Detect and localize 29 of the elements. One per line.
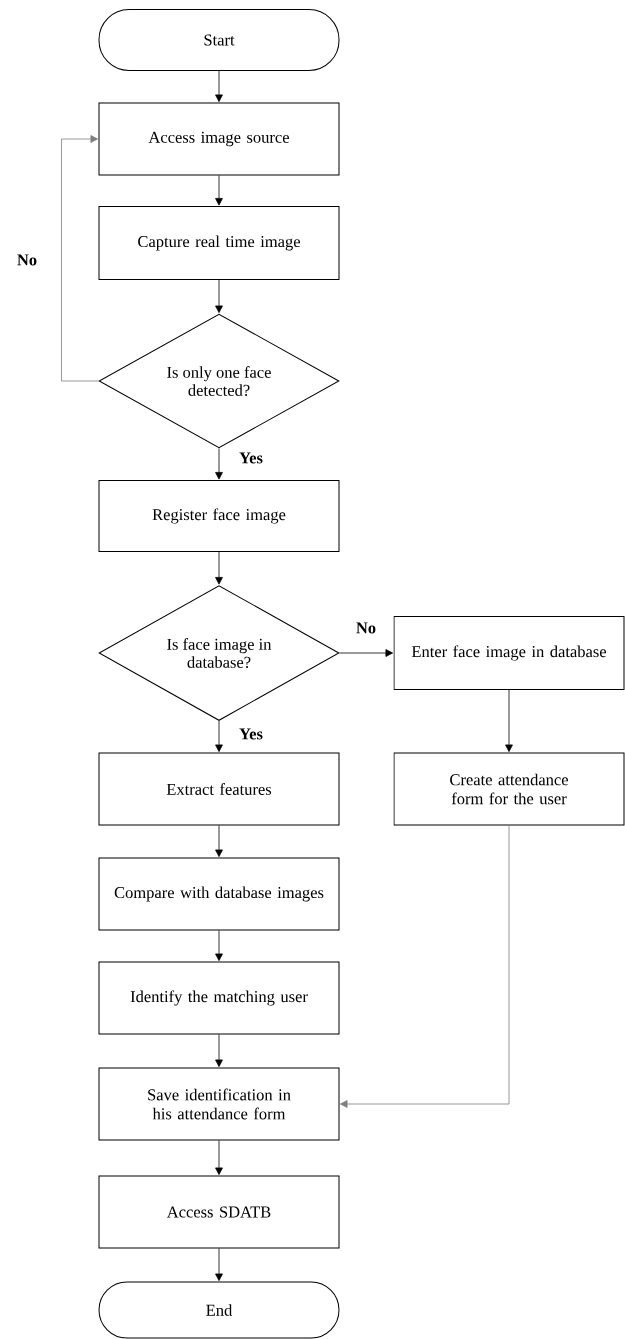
edge-label: Yes	[238, 727, 264, 741]
process-box: Create attendance form for the user	[393, 752, 625, 826]
edge-label: No	[354, 621, 378, 635]
edge-label: No	[15, 253, 39, 267]
process-box: Access image source	[98, 102, 340, 176]
arrow	[215, 930, 223, 961]
process-box: Access SDATB	[98, 1175, 340, 1249]
process-box: Save identification in his attendance form	[98, 1067, 340, 1141]
arrow	[215, 720, 223, 752]
arrow	[215, 1248, 223, 1281]
arrow	[505, 689, 513, 752]
arrow	[215, 448, 223, 480]
arrow	[215, 1140, 223, 1175]
arrow	[215, 1034, 223, 1067]
arrow	[215, 551, 223, 585]
process-box: Enter face image in database	[393, 616, 625, 690]
arrow	[215, 175, 223, 206]
arrow	[61, 135, 99, 382]
arrow	[215, 825, 223, 857]
process-box: Capture real time image	[98, 206, 340, 280]
arrow	[340, 825, 510, 1108]
process-box: Register face image	[98, 480, 340, 552]
process-box: Compare with database images	[98, 857, 340, 931]
process-box: Extract features	[98, 752, 340, 826]
arrow	[215, 279, 223, 313]
edge-label: Yes	[238, 451, 264, 465]
arrow	[339, 649, 393, 657]
arrow	[215, 70, 223, 102]
process-box: Identify the matching user	[98, 961, 340, 1035]
